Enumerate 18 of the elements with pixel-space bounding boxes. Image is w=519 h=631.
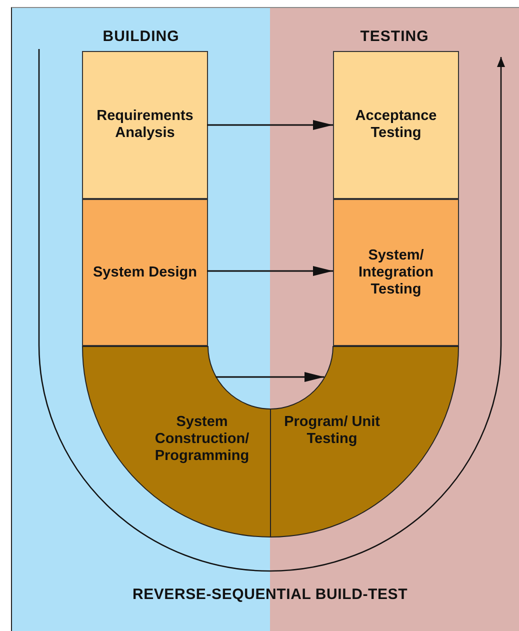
section-heading: TESTING: [359, 28, 430, 45]
phase-label: Requirements Analysis: [96, 108, 194, 142]
diagram-caption: REVERSE-SEQUENTIAL BUILD-TEST: [131, 586, 409, 604]
phase-segment: [82, 346, 271, 538]
phase-box: [333, 199, 459, 346]
phase-label: System Design: [92, 264, 198, 281]
arrow: [216, 372, 324, 382]
phase-label: System Construction/ Programming: [154, 414, 250, 465]
phase-segment: [270, 346, 459, 538]
phase-box: [82, 51, 208, 199]
arrow: [207, 120, 333, 130]
phase-box: [82, 199, 208, 346]
arrow: [207, 266, 333, 276]
phase-box: [333, 51, 459, 199]
section-heading: BUILDING: [102, 28, 180, 45]
phase-label: System/ Integration Testing: [358, 247, 434, 298]
phase-label: Program/ Unit Testing: [283, 414, 381, 448]
phase-label: Acceptance Testing: [354, 108, 438, 142]
